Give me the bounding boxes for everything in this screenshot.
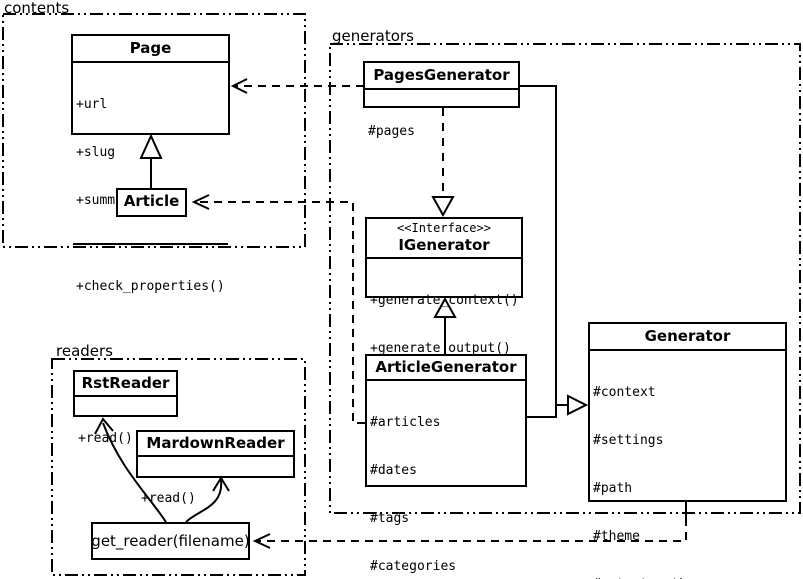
method-line: +generate_output() [370, 341, 511, 356]
hollow-triangle-igenerator-bottom [433, 296, 457, 318]
open-arrowhead-getreader [252, 533, 271, 549]
edge-articlegenerator-to-generator [527, 405, 557, 418]
edge-articlegenerator-to-article [196, 201, 365, 424]
method-line: +check_properties() [76, 279, 225, 294]
hollow-triangle-article-page [139, 133, 163, 159]
class-attributes-pagesgenerator: #pages [365, 88, 518, 174]
class-title-article: Article [123, 192, 180, 210]
class-title-mardownreader: MardownReader [146, 434, 285, 452]
attribute-line: #categories [370, 559, 457, 574]
stereotype-interface: <<Interface>> [397, 221, 491, 235]
open-arrowhead-rstreader [94, 417, 114, 435]
class-box-igenerator: <<Interface>> IGenerator +generate_conte… [365, 217, 523, 356]
attribute-line: +slug [76, 145, 116, 160]
class-box-generator: Generator #context #settings #path #them… [588, 322, 787, 579]
class-box-articlegenerator: ArticleGenerator #articles #dates #tags … [365, 354, 527, 574]
class-methods-page: +check_properties() [73, 243, 228, 329]
attribute-line: #output_path [593, 577, 782, 579]
method-line: +read() [141, 491, 196, 506]
attribute-line: #context [593, 385, 656, 400]
function-label-get-reader: get_reader(filename) [91, 532, 250, 550]
class-methods-igenerator: +generate_context() +generate_output() [367, 257, 521, 391]
class-title-igenerator: <<Interface>> IGenerator [367, 219, 521, 257]
attribute-line: #pages [368, 124, 415, 139]
method-line: +read() [78, 431, 133, 446]
open-arrowhead-page [230, 78, 248, 94]
package-contents-border [2, 13, 306, 248]
package-label-generators: generators [332, 27, 414, 45]
attribute-line: #theme [593, 529, 640, 544]
attribute-line: #path [593, 481, 633, 496]
class-methods-mardownreader: +read() [138, 455, 293, 541]
attribute-line: #dates [370, 463, 417, 478]
edge-pagesgenerator-to-generator [520, 85, 567, 406]
package-generators-border [329, 43, 801, 514]
open-arrowhead-article [191, 194, 210, 210]
package-readers-border [51, 358, 306, 576]
class-title-articlegenerator: ArticleGenerator [375, 358, 517, 376]
package-label-contents: contents [4, 0, 70, 17]
class-attributes-generator: #context #settings #path #theme #output_… [590, 349, 785, 579]
method-line: +generate_context() [370, 293, 519, 308]
class-methods-rstreader: +read() [75, 395, 176, 481]
attribute-line: #articles [370, 415, 441, 430]
class-box-pagesgenerator: PagesGenerator #pages [363, 61, 520, 139]
attribute-line: +url [76, 97, 108, 112]
class-box-article: Article [116, 188, 187, 217]
package-label-readers: readers [56, 342, 113, 360]
class-title-generator: Generator [644, 327, 731, 345]
attribute-line: #tags [370, 511, 410, 526]
hollow-triangle-generator [567, 394, 589, 416]
function-box-get-reader: get_reader(filename) [91, 522, 250, 560]
class-box-page: Page +url +slug +summary +check_properti… [71, 34, 230, 294]
edge-getreader-to-rstreader [102, 422, 167, 523]
hollow-triangle-igenerator-top [431, 196, 455, 218]
class-title-page: Page [129, 39, 172, 57]
class-box-mardownreader: MardownReader +read() [136, 430, 295, 506]
class-title-pagesgenerator: PagesGenerator [373, 66, 510, 84]
class-attributes-articlegenerator: #articles #dates #tags #categories [367, 379, 525, 579]
class-box-rstreader: RstReader +read() [73, 370, 178, 446]
edge-generator-to-getreader [257, 518, 687, 542]
open-arrowhead-mardownreader [212, 476, 230, 492]
class-name-igenerator: IGenerator [398, 236, 490, 254]
class-title-rstreader: RstReader [81, 374, 170, 392]
edge-getreader-to-mardownreader [185, 479, 223, 523]
attribute-line: #settings [593, 433, 664, 448]
